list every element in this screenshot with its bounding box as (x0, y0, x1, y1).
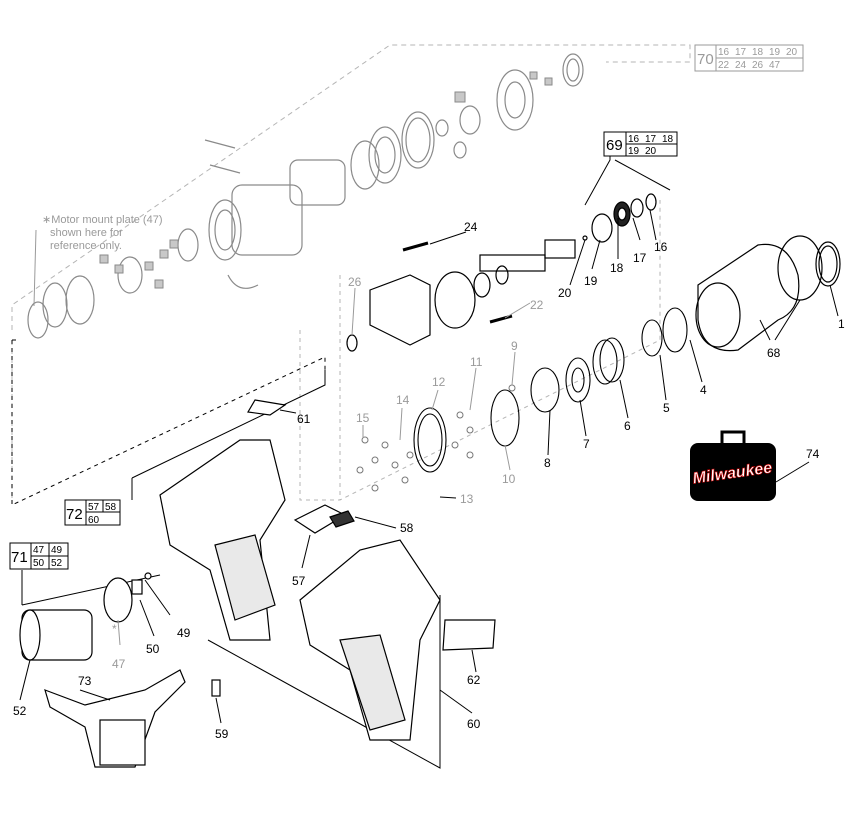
part-label: 13 (460, 492, 474, 506)
part-label: 74 (806, 447, 820, 461)
part-label: 68 (767, 346, 781, 360)
gear-group-boundary (299, 200, 661, 501)
kit-70-part: 22 (718, 60, 730, 71)
kit-72-box: 72 57 58 60 (64, 499, 121, 526)
kit-70-box: 70 16 17 18 19 20 22 24 26 47 (694, 44, 804, 72)
part-label: 22 (530, 298, 544, 312)
kit-72-part: 60 (88, 515, 100, 526)
leader-lines (19, 209, 839, 724)
asterisk-marker: * (112, 622, 117, 636)
kit-71-parts: 47 49 50 52 (33, 545, 63, 569)
ball-bearings (356, 384, 516, 492)
housing-right-half (293, 504, 496, 741)
kit-71-box: 71 47 49 50 52 (9, 542, 69, 570)
kit-72-part: 57 (88, 502, 100, 513)
kit-72-part: 58 (105, 502, 117, 513)
part-label: 18 (610, 261, 624, 275)
kit-69-part: 18 (662, 134, 674, 145)
part-label: 15 (356, 411, 370, 425)
kit-72-parts: 57 58 60 (88, 502, 117, 526)
part-label: 49 (177, 626, 191, 640)
leader-lines-grey (33, 229, 531, 646)
motor-assembly (19, 572, 152, 661)
kit-69-parts: 16 17 18 19 20 (628, 134, 674, 157)
motor-plate-note-line-3: reference only. (50, 240, 122, 252)
kit-70-part: 17 (735, 47, 747, 58)
kit-70-part: 16 (718, 47, 730, 58)
kit-70-part: 18 (752, 47, 764, 58)
part-label: 26 (348, 275, 362, 289)
part-label: 20 (558, 286, 572, 300)
part-label: 19 (584, 274, 598, 288)
part-labels: 1 68 4 5 6 7 8 9 10 11 12 13 14 15 16 17… (13, 220, 845, 741)
housing-left-half (159, 399, 287, 641)
gearcase-exploded-parts (27, 53, 584, 339)
kit-69-box: 69 16 17 18 19 20 (603, 131, 678, 157)
handle-group-boundary (11, 339, 326, 506)
part-label: 12 (432, 375, 446, 389)
part-label: 11 (470, 355, 483, 369)
kit-71-part: 47 (33, 545, 45, 556)
part-label: 57 (292, 574, 306, 588)
part-label: 7 (583, 437, 590, 451)
part-label: 6 (624, 419, 631, 433)
kit-69-part: 16 (628, 134, 640, 145)
part-label: 10 (502, 472, 516, 486)
part-label: 5 (663, 401, 670, 415)
part-label: 14 (396, 393, 410, 407)
kit-70-part: 47 (769, 60, 781, 71)
kit-69-part: 20 (645, 146, 657, 157)
part-label: 59 (215, 727, 229, 741)
part-label: 1 (838, 317, 845, 331)
kit-69-id: 69 (606, 137, 623, 154)
gearcase-small-gears (99, 71, 553, 289)
kit-72-id: 72 (66, 506, 83, 523)
kit-70-part: 19 (769, 47, 781, 58)
part-label: 61 (297, 412, 311, 426)
kit-69-bracket (584, 155, 671, 206)
kit-69-part: 19 (628, 146, 640, 157)
kit-71-id: 71 (11, 549, 28, 566)
kit-69-part: 17 (645, 134, 657, 145)
part-label: 16 (654, 240, 668, 254)
carrying-case (690, 430, 776, 501)
part-label: 58 (400, 521, 414, 535)
switch-assembly (44, 669, 221, 768)
kit-71-part: 49 (51, 545, 63, 556)
nose-boot (695, 235, 841, 352)
part-label: 8 (544, 456, 551, 470)
kit-70-part: 20 (786, 47, 798, 58)
kit-71-part: 50 (33, 558, 45, 569)
kit-70-part: 26 (752, 60, 764, 71)
part-label: 52 (13, 704, 27, 718)
part-label: 47 (112, 657, 126, 671)
part-label: 62 (467, 673, 481, 687)
part-label: 17 (633, 251, 647, 265)
part-label: 73 (78, 674, 92, 688)
kit-71-part: 52 (51, 558, 63, 569)
spindle-anvil-assembly (346, 193, 657, 352)
hammer-mechanism-parts (413, 307, 688, 473)
part-label: 50 (146, 642, 160, 656)
motor-plate-note-line-1: ∗Motor mount plate (47) (42, 214, 163, 226)
kit-70-parts: 16 17 18 19 20 22 24 26 47 (718, 47, 798, 71)
kit-70-id: 70 (697, 51, 714, 68)
part-label: 60 (467, 717, 481, 731)
part-label: 24 (464, 220, 478, 234)
housing-group-boundary (131, 370, 441, 769)
part-label: 4 (700, 383, 707, 397)
part-label: 9 (511, 339, 518, 353)
kit-70-part: 24 (735, 60, 747, 71)
kit-70-boundary (11, 44, 691, 500)
motor-plate-note-line-2: shown here for (50, 227, 123, 239)
